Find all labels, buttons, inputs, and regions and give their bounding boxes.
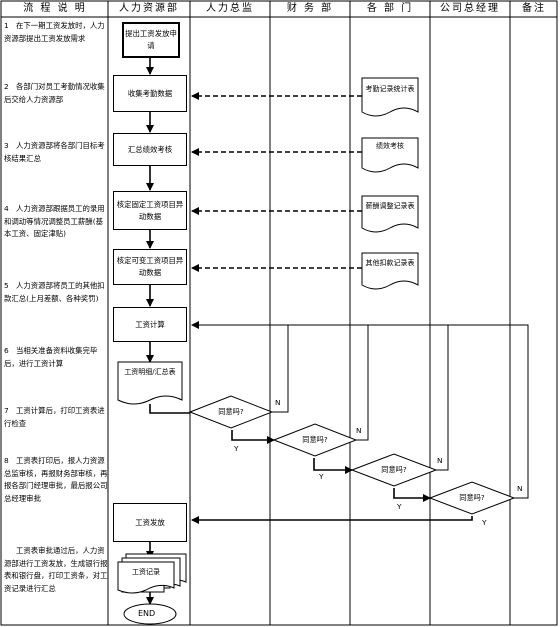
no-label: N (356, 426, 362, 435)
dashed-arrows (191, 92, 362, 272)
decision-diamonds (188, 395, 516, 515)
variable-salary-change-box: 核定可变工资项目异动数据 (113, 249, 187, 285)
header-general-manager: 公司总经理 (440, 3, 500, 14)
step-description: 工资表审批通过后，人力资源部进行工资发放，生成银行报表和银行盘，打印工资条，对工… (4, 546, 108, 593)
salary-adjust-doc: 薪酬调整记录表 (365, 202, 415, 210)
collect-attendance-box: 收集考勤数据 (113, 75, 187, 112)
yes-label: Y (397, 502, 402, 511)
summarize-performance-box: 汇总绩效考核 (113, 133, 187, 166)
header-departments: 各 部 门 (366, 3, 414, 14)
propose-payroll-box: 提出工资发放申请 (122, 22, 180, 58)
performance-doc: 绩效考核 (376, 142, 404, 150)
salary-payment-box: 工资发放 (113, 503, 187, 542)
header-process-description: 流 程 说 明 (23, 3, 87, 14)
decision-general-manager: 同意吗? (459, 493, 485, 502)
fixed-salary-change-box: 核定固定工资项目异动数据 (113, 191, 187, 230)
decision-departments: 同意吗? (381, 465, 407, 474)
header-remarks: 备注 (522, 3, 546, 14)
salary-detail-doc: 工资明细/汇总表 (124, 368, 176, 376)
header-hr-director: 人力总监 (206, 3, 254, 14)
other-deduction-doc: 其他扣款记录表 (365, 259, 415, 267)
reject-connectors (191, 321, 529, 499)
no-label: N (437, 456, 443, 465)
header-hr-department: 人力资源部 (119, 3, 179, 14)
salary-calculation-box: 工资计算 (113, 307, 187, 342)
decision-hr-director: 同意吗? (218, 407, 244, 416)
header-finance: 财 务 部 (286, 3, 334, 14)
no-label: N (275, 398, 281, 407)
yes-label: Y (319, 472, 324, 481)
attendance-record-doc: 考勤记录统计表 (365, 85, 415, 93)
yes-label: Y (482, 518, 487, 527)
no-label: N (517, 484, 523, 493)
salary-record-doc: 工资记录 (132, 568, 160, 576)
doc-shapes (117, 77, 419, 594)
yes-label: Y (234, 444, 239, 453)
end-label: END (138, 609, 156, 618)
end-terminator (123, 603, 177, 625)
decision-finance: 同意吗? (302, 435, 328, 444)
approval-connectors (149, 404, 473, 524)
